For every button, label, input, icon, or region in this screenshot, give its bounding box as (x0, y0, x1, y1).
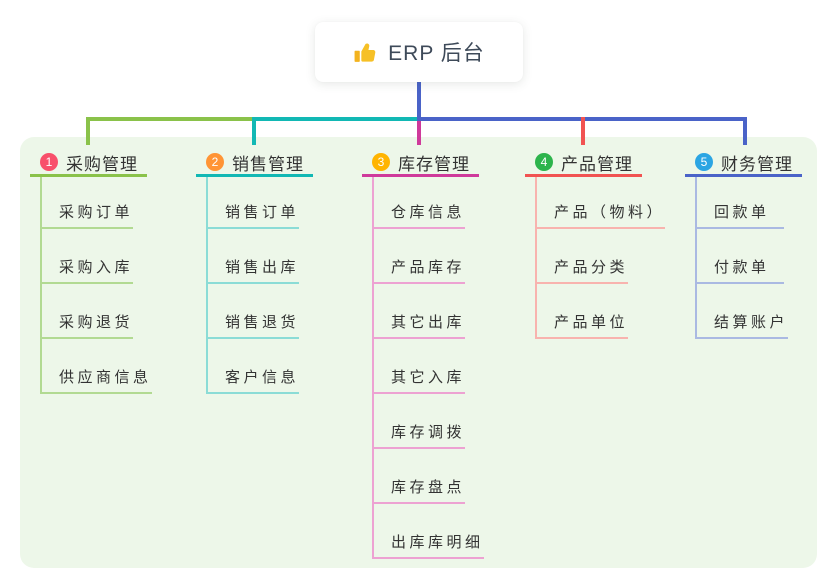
root-node-erp[interactable]: ERP 后台 (315, 22, 523, 82)
root-stem-line (417, 82, 421, 121)
branch-3-items: 仓库信息产品库存其它出库其它入库库存调拨库存盘点出库库明细 (372, 177, 484, 559)
root-node-label: ERP 后台 (388, 42, 485, 65)
branch-3-drop-line (417, 117, 421, 145)
branch-2-items: 销售订单销售出库销售退货客户信息 (206, 177, 313, 394)
branch-4-item-3[interactable]: 产品单位 (537, 284, 629, 339)
branch-3: 3 库存管理仓库信息产品库存其它出库其它入库库存调拨库存盘点出库库明细 (362, 150, 484, 559)
branch-1-title[interactable]: 1 采购管理 (30, 150, 147, 177)
branch-1-item-3[interactable]: 采购退货 (42, 284, 134, 339)
branch-4-title[interactable]: 4 产品管理 (525, 150, 642, 177)
branch-2-item-1[interactable]: 销售订单 (208, 177, 300, 229)
branch-5-item-1[interactable]: 回款单 (697, 177, 784, 229)
branch-1-items: 采购订单采购入库采购退货供应商信息 (40, 177, 152, 394)
branch-5: 5 财务管理回款单付款单结算账户 (685, 150, 802, 339)
branch-4-drop-line (581, 117, 585, 145)
branch-3-title[interactable]: 3 库存管理 (362, 150, 479, 177)
branch-3-title-label: 库存管理 (398, 154, 470, 174)
branch-5-title[interactable]: 5 财务管理 (685, 150, 802, 177)
branch-5-title-label: 财务管理 (721, 154, 793, 174)
branch-group-panel (20, 137, 817, 568)
branch-3-item-7[interactable]: 出库库明细 (374, 504, 484, 559)
branch-3-item-4[interactable]: 其它入库 (374, 339, 466, 394)
branch-5-drop-line (743, 117, 747, 145)
branch-4-item-1[interactable]: 产品（物料） (537, 177, 666, 229)
branch-5-item-3[interactable]: 结算账户 (697, 284, 789, 339)
branch-1: 1 采购管理采购订单采购入库采购退货供应商信息 (30, 150, 152, 394)
branch-2-drop-line (252, 117, 256, 145)
branch-2: 2 销售管理销售订单销售出库销售退货客户信息 (196, 150, 313, 394)
thumbs-up-icon (354, 43, 376, 62)
branch-3-item-6[interactable]: 库存盘点 (374, 449, 466, 504)
branch-4-items: 产品（物料）产品分类产品单位 (535, 177, 666, 339)
branch-5-items: 回款单付款单结算账户 (695, 177, 802, 339)
branch-3-number-badge: 3 (372, 153, 390, 171)
branch-2-item-3[interactable]: 销售退货 (208, 284, 300, 339)
branch-2-item-2[interactable]: 销售出库 (208, 229, 300, 284)
branch-5-item-2[interactable]: 付款单 (697, 229, 784, 284)
branch-5-number-badge: 5 (695, 153, 713, 171)
branch-4: 4 产品管理产品（物料）产品分类产品单位 (525, 150, 666, 339)
branch-1-item-2[interactable]: 采购入库 (42, 229, 134, 284)
branch-1-number-badge: 1 (40, 153, 58, 171)
branch-4-title-label: 产品管理 (561, 154, 633, 174)
branch-3-item-1[interactable]: 仓库信息 (374, 177, 466, 229)
branch-4-number-badge: 4 (535, 153, 553, 171)
trunk-segment-teal (252, 117, 421, 121)
branch-2-title-label: 销售管理 (232, 154, 304, 174)
branch-2-title[interactable]: 2 销售管理 (196, 150, 313, 177)
branch-2-item-4[interactable]: 客户信息 (208, 339, 300, 394)
branch-1-item-4[interactable]: 供应商信息 (42, 339, 152, 394)
branch-3-item-5[interactable]: 库存调拨 (374, 394, 466, 449)
branch-3-item-3[interactable]: 其它出库 (374, 284, 466, 339)
branch-1-title-label: 采购管理 (66, 154, 138, 174)
branch-1-drop-line (86, 117, 90, 145)
branch-2-number-badge: 2 (206, 153, 224, 171)
branch-3-item-2[interactable]: 产品库存 (374, 229, 466, 284)
branch-4-item-2[interactable]: 产品分类 (537, 229, 629, 284)
trunk-segment-green (86, 117, 256, 121)
branch-1-item-1[interactable]: 采购订单 (42, 177, 134, 229)
